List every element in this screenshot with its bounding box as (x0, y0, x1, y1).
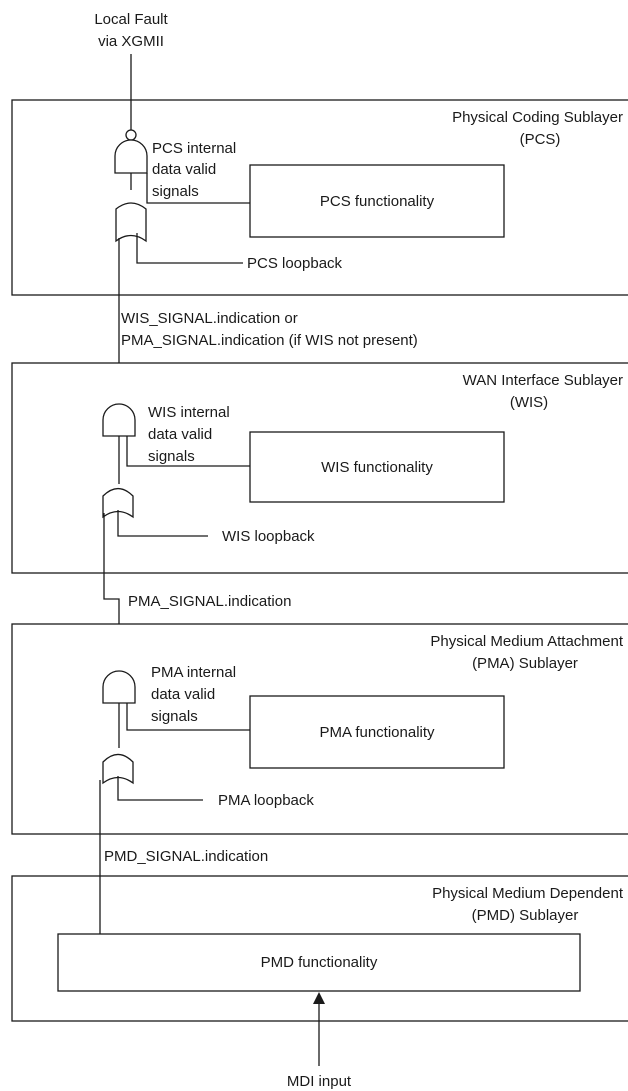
pma-layer-abbrev: (PMA) Sublayer (472, 655, 578, 672)
wis-loopback-wire (117, 510, 208, 537)
wis-loopback-label: WIS loopback (222, 528, 315, 545)
pma-and-label-1: PMA internal (151, 664, 236, 681)
pma-and-gate (102, 670, 136, 704)
wis-or-gate (102, 487, 134, 519)
pmd-layer-abbrev: (PMD) Sublayer (472, 907, 579, 924)
wis-functionality-box (249, 431, 505, 503)
wis-functionality-label: WIS functionality (321, 459, 433, 476)
wis-layer-title: WAN Interface Sublayer (463, 372, 623, 389)
pcs-inverter-bubble (125, 129, 137, 141)
pcs-functionality-box (249, 164, 505, 238)
pma-and-label-3: signals (151, 708, 198, 725)
pma-loopback-wire (117, 776, 203, 801)
wis-and-label-3: signals (148, 448, 195, 465)
pcs-loopback-label: PCS loopback (247, 255, 343, 272)
pma-loopback-label: PMA loopback (218, 792, 314, 809)
mdi-input-label: MDI input (287, 1073, 352, 1090)
wis-signal-label-line2: PMA_SIGNAL.indication (if WIS not presen… (121, 332, 418, 349)
pmd-signal-label: PMD_SIGNAL.indication (104, 848, 268, 865)
pcs-or-gate (115, 202, 147, 243)
wis-layer-abbrev: (WIS) (510, 394, 548, 411)
pma-functionality-label: PMA functionality (319, 724, 435, 741)
pcs-and-label-1: PCS internal (152, 140, 236, 157)
local-fault-label-line2: via XGMII (98, 33, 164, 50)
pma-and-label-2: data valid (151, 686, 215, 703)
local-fault-label-line1: Local Fault (94, 11, 168, 28)
pcs-layer-title: Physical Coding Sublayer (452, 109, 623, 126)
pma-functionality-box (249, 695, 505, 769)
pcs-valid-signal-wire (146, 173, 250, 204)
pcs-loopback-wire (136, 233, 243, 264)
pcs-functionality-label: PCS functionality (320, 193, 435, 210)
wis-valid-signal-wire (126, 436, 250, 467)
pmd-functionality-box (57, 933, 581, 992)
pma-signal-label: PMA_SIGNAL.indication (128, 593, 291, 610)
wis-and-label-2: data valid (148, 426, 212, 443)
wis-and-gate (102, 403, 136, 437)
pmd-layer-title: Physical Medium Dependent (432, 885, 624, 902)
pmd-functionality-label: PMD functionality (261, 954, 378, 971)
wis-and-label-1: WIS internal (148, 404, 230, 421)
wis-signal-label-line1: WIS_SIGNAL.indication or (121, 310, 298, 327)
pma-layer-title: Physical Medium Attachment (430, 633, 623, 650)
pma-or-gate (102, 753, 134, 785)
pcs-and-gate (114, 139, 148, 174)
mdi-input-arrowhead-icon (313, 992, 325, 1004)
pcs-and-label-2: data valid (152, 161, 216, 178)
pcs-layer-abbrev: (PCS) (520, 131, 561, 148)
pcs-and-label-3: signals (152, 183, 199, 200)
pma-valid-signal-wire (126, 703, 250, 731)
